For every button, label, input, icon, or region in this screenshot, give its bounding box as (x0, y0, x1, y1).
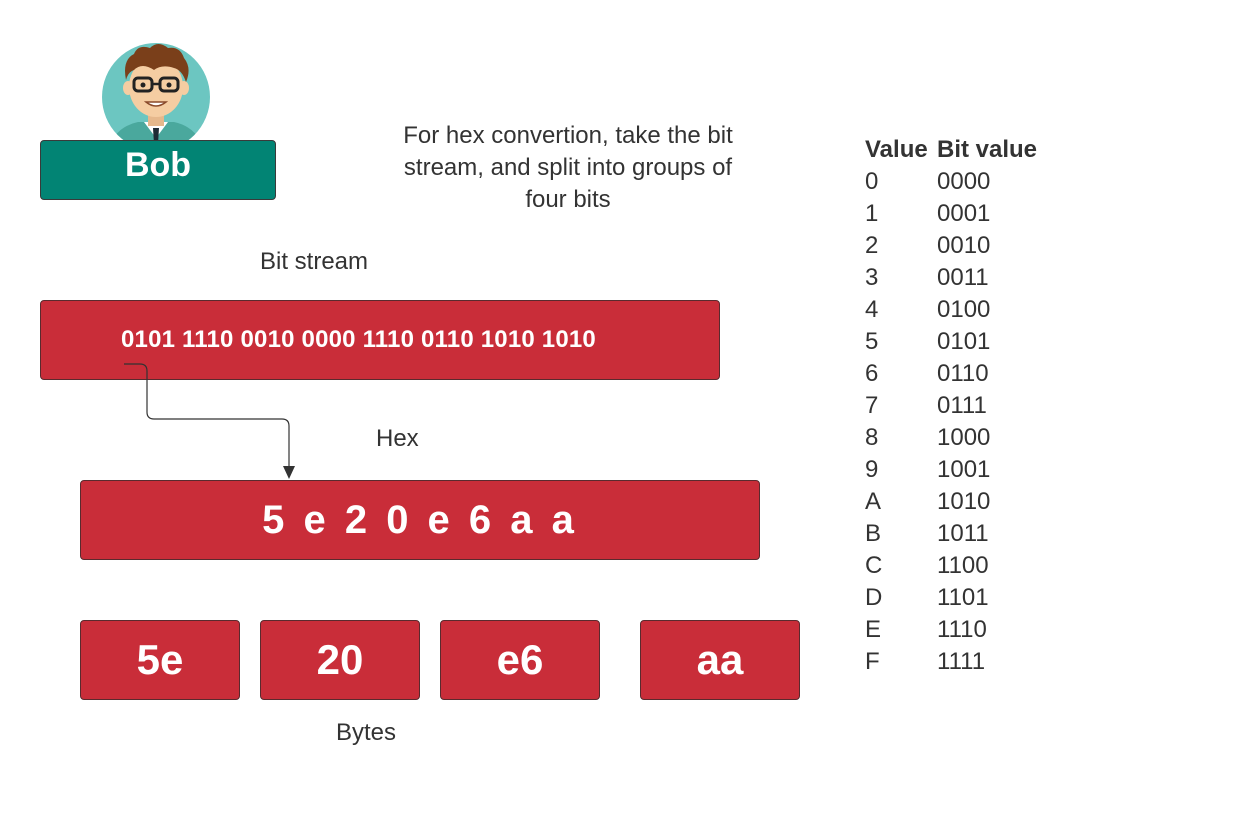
table-cell-bits: 0100 (937, 296, 991, 323)
table-cell-bits: 1101 (937, 584, 989, 611)
hex-label: Hex (376, 425, 419, 452)
table-cell-value: 2 (865, 232, 879, 259)
hex-box: 5 e 2 0 e 6 a a (80, 480, 760, 560)
table-cell-bits: 0110 (937, 360, 989, 387)
table-cell-value: 5 (865, 328, 879, 355)
table-cell-value: 8 (865, 424, 879, 451)
table-cell-value: 3 (865, 264, 879, 291)
table-cell-bits: 0000 (937, 168, 991, 195)
table-cell-bits: 0010 (937, 232, 991, 259)
byte-box: aa (640, 620, 800, 700)
byte-value: 5e (136, 636, 184, 683)
table-header-row: Value Bit value (865, 134, 1097, 166)
table-row: 1 0001 (865, 198, 1097, 230)
bit-stream-value: 0101 1110 0010 0000 1110 0110 1010 1010 (121, 326, 596, 353)
table-cell-bits: 1110 (937, 616, 987, 643)
table-row: A 1010 (865, 486, 1097, 518)
table-row: D 1101 (865, 582, 1097, 614)
table-row: E 1110 (865, 614, 1097, 646)
table-row: 6 0110 (865, 358, 1097, 390)
table-cell-bits: 1000 (937, 424, 991, 451)
table-row: 5 0101 (865, 326, 1097, 358)
table-cell-bits: 0011 (937, 264, 989, 291)
table-cell-value: 0 (865, 168, 879, 195)
table-row: F 1111 (865, 646, 1097, 678)
table-cell-bits: 1111 (937, 648, 986, 675)
table-cell-value: 7 (865, 392, 879, 419)
table-cell-value: F (865, 648, 880, 675)
byte-value: 20 (316, 636, 364, 683)
table-cell-value: C (865, 552, 883, 579)
byte-box: e6 (440, 620, 600, 700)
byte-value: e6 (496, 636, 544, 683)
table-cell-bits: 1100 (937, 552, 989, 579)
table-cell-value: 6 (865, 360, 879, 387)
person-name: Bob (124, 146, 192, 184)
table-cell-value: 1 (865, 200, 879, 227)
table-cell-bits: 0001 (937, 200, 991, 227)
instruction-text: For hex convertion, take the bit stream,… (403, 122, 733, 213)
byte-box: 20 (260, 620, 420, 700)
table-cell-bits: 1010 (937, 488, 991, 515)
table-cell-bits: 0111 (937, 392, 987, 419)
table-row: 3 0011 (865, 262, 1097, 294)
byte-value: aa (696, 636, 744, 683)
table-cell-value: E (865, 616, 882, 643)
hex-value: 5 e 2 0 e 6 a a (262, 497, 578, 542)
bit-stream-label: Bit stream (260, 248, 369, 275)
name-box: Bob (40, 140, 276, 200)
table-row: 9 1001 (865, 454, 1097, 486)
table-cell-bits: 1011 (937, 520, 989, 547)
table-row: B 1011 (865, 518, 1097, 550)
table-row: C 1100 (865, 550, 1097, 582)
table-header-bit-value: Bit value (937, 136, 1038, 163)
table-cell-bits: 0101 (937, 328, 991, 355)
byte-box: 5e (80, 620, 240, 700)
avatar (102, 43, 210, 150)
table-row: 2 0010 (865, 230, 1097, 262)
table-cell-value: 9 (865, 456, 879, 483)
table-row: 4 0100 (865, 294, 1097, 326)
table-row: 7 0111 (865, 390, 1097, 422)
table-cell-value: D (865, 584, 883, 611)
table-cell-value: 4 (865, 296, 879, 323)
table-cell-value: A (865, 488, 882, 515)
bytes-label: Bytes (336, 719, 397, 746)
table-cell-value: B (865, 520, 882, 547)
table-cell-bits: 1001 (937, 456, 991, 483)
table-row: 8 1000 (865, 422, 1097, 454)
bit-stream-box: 0101 1110 0010 0000 1110 0110 1010 1010 (40, 300, 720, 380)
table-header-value: Value (865, 136, 928, 163)
